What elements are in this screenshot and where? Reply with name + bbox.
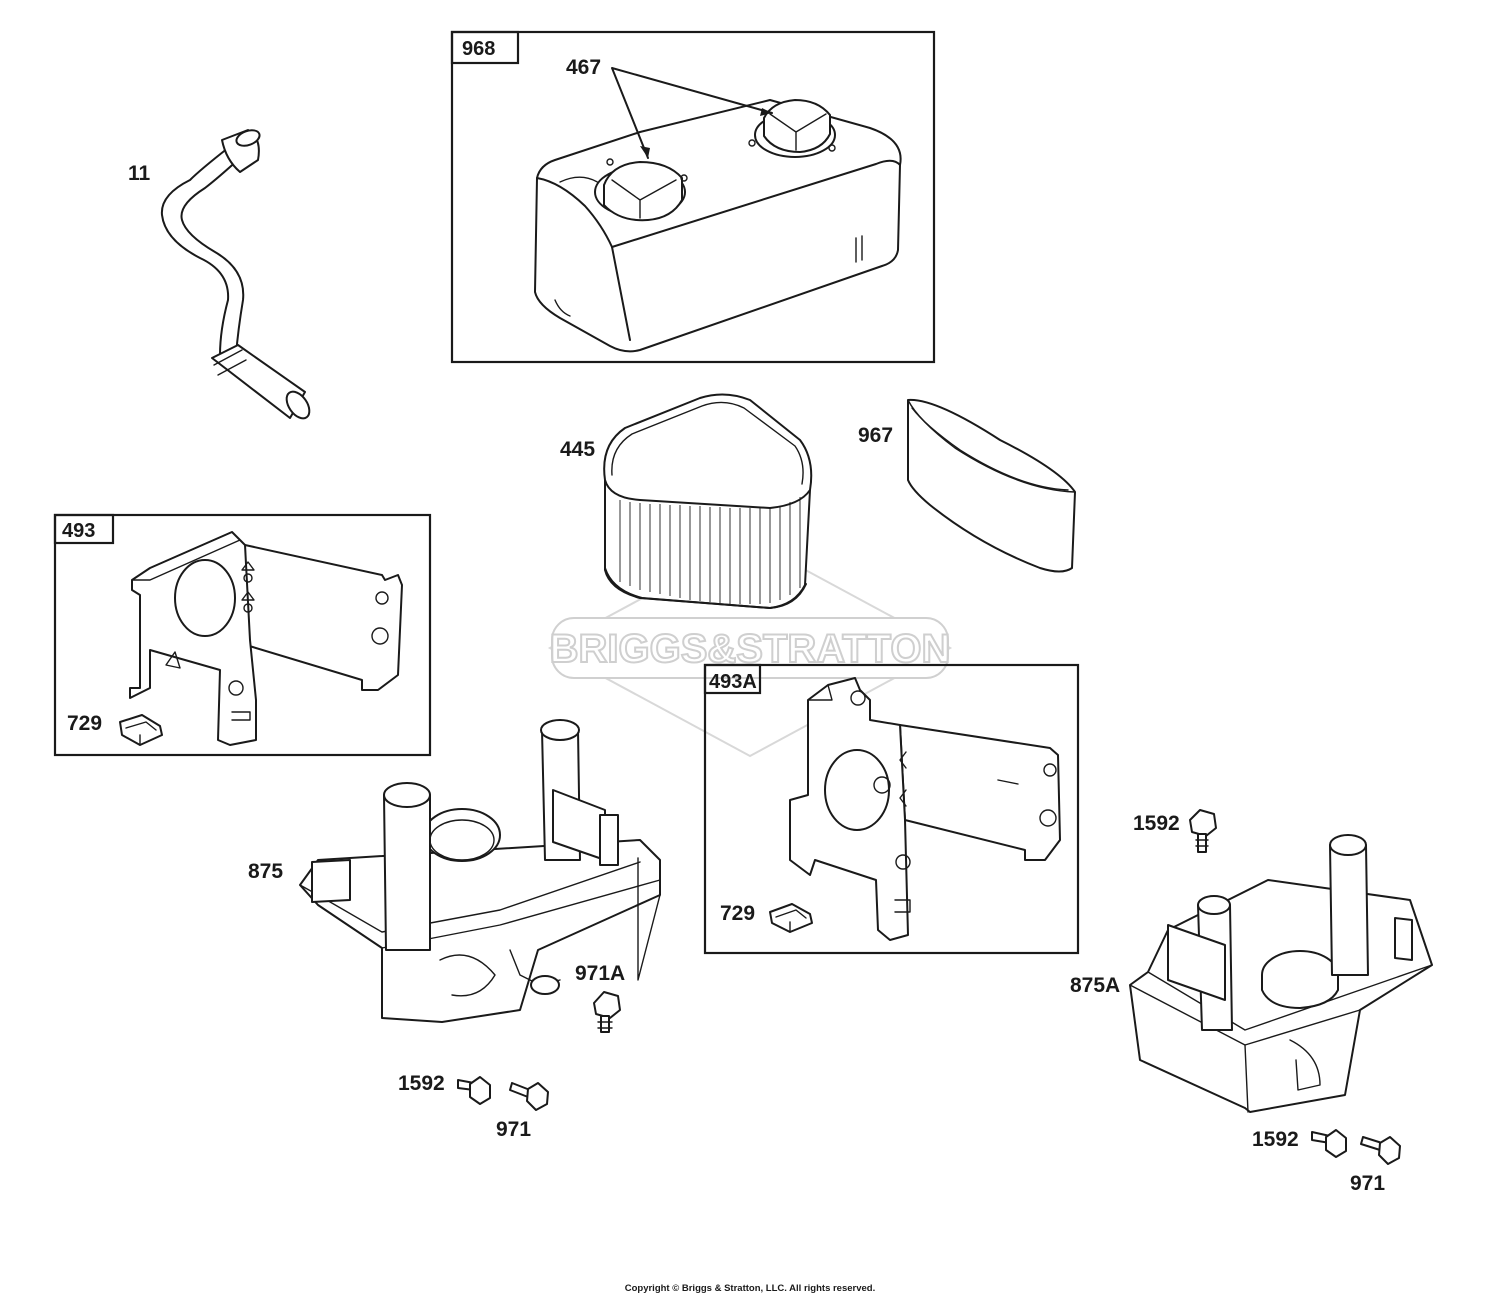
bolt-1592-a — [457, 1076, 491, 1105]
pre-cleaner — [907, 398, 1076, 573]
bolt-1592-c — [1311, 1129, 1347, 1158]
bolt-1592-b — [1189, 809, 1217, 853]
group-label-968: 968 — [462, 38, 495, 60]
bolt-971-b — [1360, 1136, 1401, 1165]
callout-729-a: 729 — [67, 712, 102, 735]
callout-967: 967 — [858, 424, 893, 447]
air-cleaner-base — [299, 719, 661, 1023]
bolt-971A — [593, 991, 621, 1033]
callout-1592-b: 1592 — [1133, 812, 1180, 835]
callout-1592-c: 1592 — [1252, 1128, 1299, 1151]
bracket-493A — [789, 677, 1061, 941]
brand-watermark: BRIGGS&STRATTON — [547, 538, 953, 758]
breather-tube — [160, 129, 311, 420]
clip-729-b — [769, 903, 813, 933]
clip-729-a — [119, 714, 163, 746]
callout-1592-a: 1592 — [398, 1072, 445, 1095]
air-filter-element — [603, 393, 813, 609]
bracket-493 — [129, 531, 403, 746]
group-box-968: 968 — [450, 30, 936, 364]
callout-971A: 971A — [575, 962, 625, 985]
callout-467: 467 — [566, 56, 601, 79]
callout-445: 445 — [560, 438, 595, 461]
leader-467 — [611, 67, 773, 159]
callout-729-b: 729 — [720, 902, 755, 925]
callout-971-b: 971 — [1350, 1172, 1385, 1195]
group-box-493A: 493A — [703, 663, 1080, 955]
air-cleaner-base-875A — [1129, 834, 1433, 1113]
bolt-971-a — [509, 1082, 549, 1111]
copyright-notice: Copyright © Briggs & Stratton, LLC. All … — [625, 1283, 876, 1294]
air-cleaner-cover — [534, 99, 902, 353]
callout-971-a: 971 — [496, 1118, 531, 1141]
group-box-493: 493 — [53, 513, 432, 757]
callout-11: 11 — [128, 162, 151, 185]
callout-875: 875 — [248, 860, 283, 883]
group-label-493: 493 — [62, 520, 95, 542]
group-label-493A: 493A — [709, 671, 757, 693]
callout-875A: 875A — [1070, 974, 1120, 997]
